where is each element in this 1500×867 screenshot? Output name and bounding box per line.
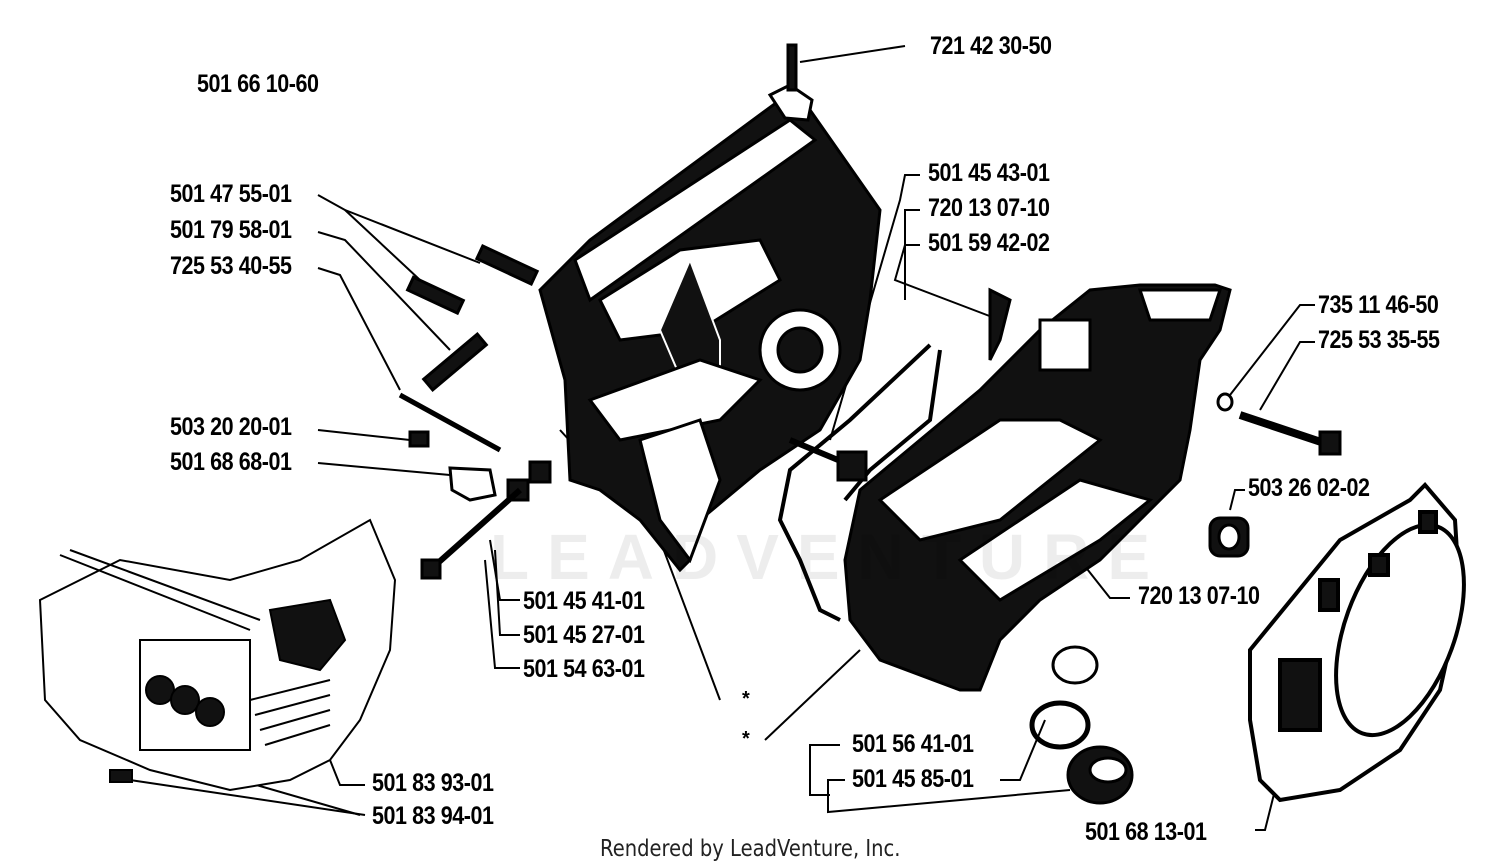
part-label[interactable]: 501 54 63-01 [523, 655, 645, 683]
part-label[interactable]: 501 68 13-01 [1085, 818, 1207, 846]
part-label[interactable]: 501 45 43-01 [928, 159, 1050, 187]
part-label[interactable]: 501 83 93-01 [372, 769, 494, 797]
part-label[interactable]: 501 79 58-01 [170, 216, 292, 244]
assembly-number: 501 66 10-60 [197, 70, 319, 98]
part-label[interactable]: 735 11 46-50 [1318, 291, 1439, 319]
starter-cover-plate [1248, 482, 1466, 803]
part-label[interactable]: 501 83 94-01 [372, 802, 494, 830]
part-label[interactable]: 501 47 55-01 [170, 180, 292, 208]
part-label[interactable]: 501 68 68-01 [170, 448, 292, 476]
part-label[interactable]: 501 45 27-01 [523, 621, 645, 649]
part-label[interactable]: 721 42 30-50 [930, 32, 1052, 60]
part-label[interactable]: 503 20 20-01 [170, 413, 292, 441]
part-label[interactable]: 725 53 40-55 [170, 252, 292, 280]
asterisk-marker: * [742, 688, 750, 710]
part-label[interactable]: 720 13 07-10 [1138, 582, 1260, 610]
crankcase-right-half [843, 283, 1232, 692]
part-label[interactable]: 501 59 42-02 [928, 229, 1050, 257]
crankcase-left-half [538, 43, 882, 573]
footer-credit: Rendered by LeadVenture, Inc. [600, 836, 901, 862]
bolts-and-pins [398, 243, 1342, 580]
part-label[interactable]: 501 45 85-01 [852, 765, 974, 793]
part-label[interactable]: 503 26 02-02 [1248, 474, 1370, 502]
asterisk-marker: * [742, 728, 750, 750]
gasket [777, 343, 942, 622]
tank-cap-parts [1029, 645, 1134, 805]
chain-cover [38, 518, 397, 792]
part-label[interactable]: 501 45 41-01 [523, 587, 645, 615]
part-label[interactable]: 720 13 07-10 [928, 194, 1050, 222]
part-label[interactable]: 501 56 41-01 [852, 730, 974, 758]
watermark: LEADVENTURE [490, 521, 1169, 593]
part-label[interactable]: 725 53 35-55 [1318, 326, 1440, 354]
